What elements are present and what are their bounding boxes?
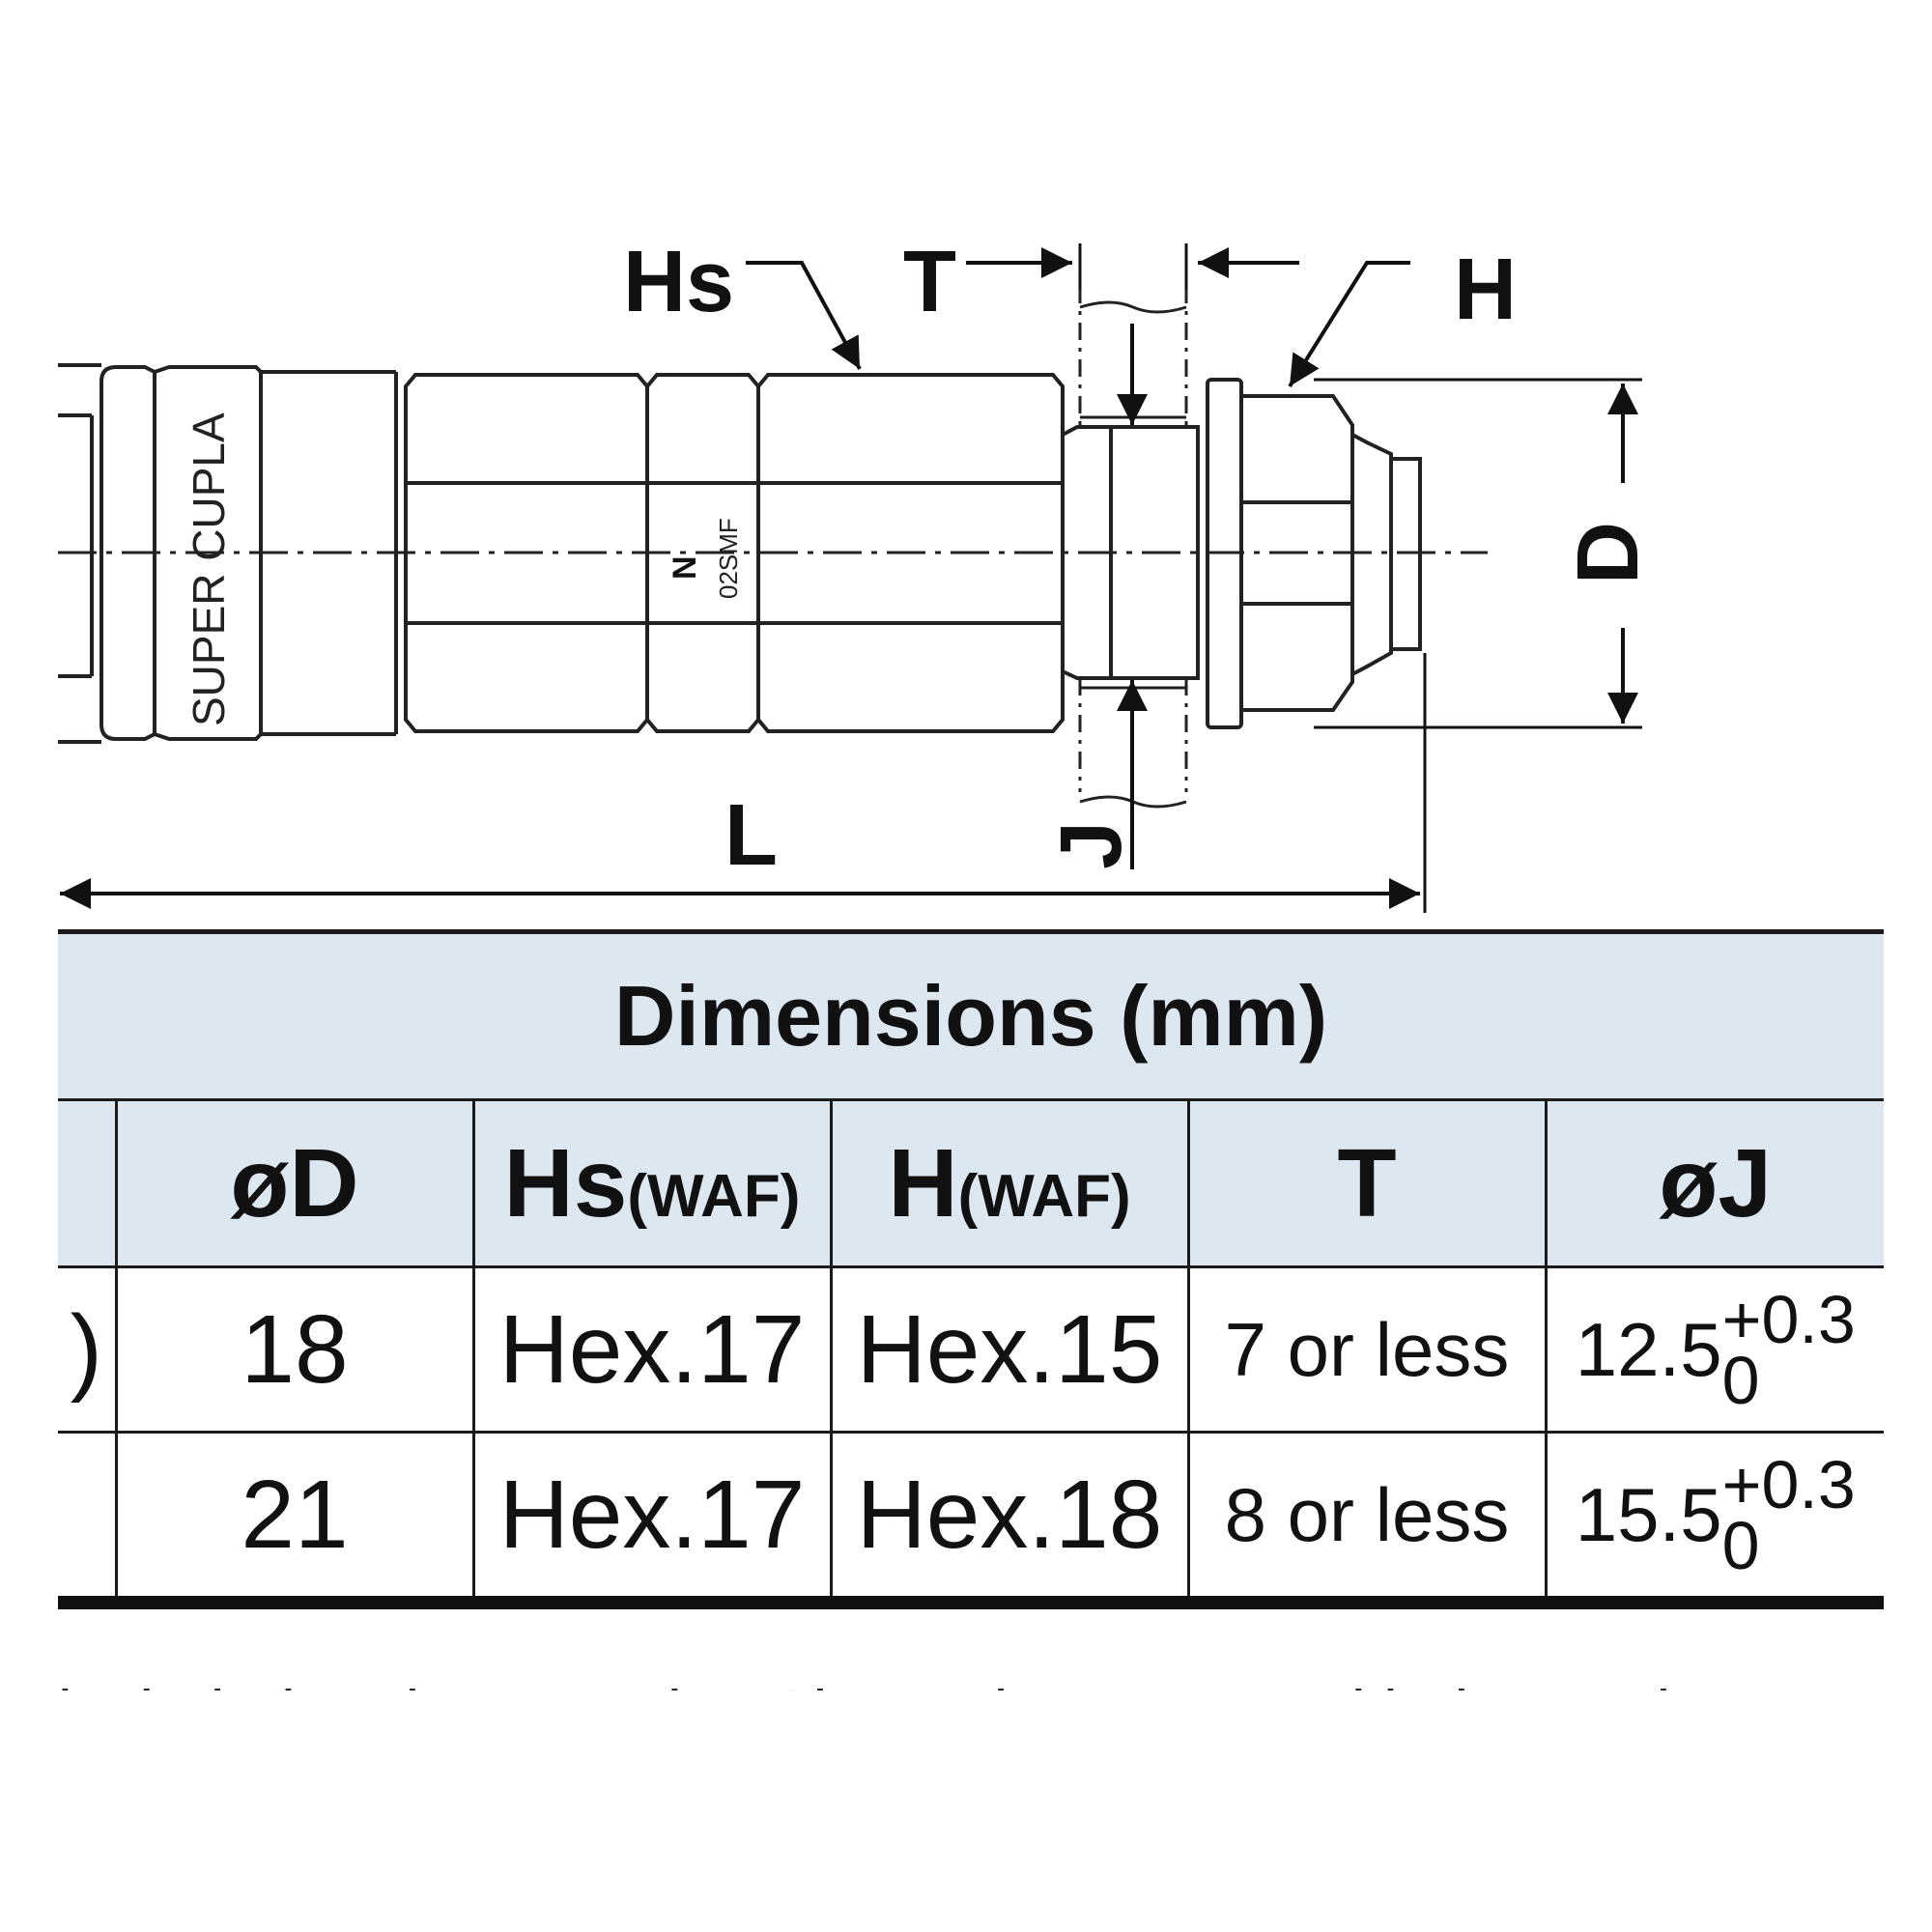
cell-h: Hex.18 — [829, 1431, 1190, 1609]
technical-drawing: SUPER CUPLA 02SMF N Hs — [58, 234, 1657, 913]
table-header-row: øD Hs(WAF) H(WAF) T øJ — [58, 1098, 1885, 1268]
table-title: Dimensions (mm) — [58, 929, 1885, 1101]
label-t: T — [903, 234, 956, 330]
panel-outline — [1078, 249, 1188, 792]
cell-t: 7 or less — [1186, 1265, 1548, 1434]
header-h: H(WAF) — [829, 1098, 1190, 1268]
header-oj: øJ — [1544, 1098, 1885, 1268]
label-d: D — [1560, 522, 1657, 584]
nut-H — [1206, 378, 1422, 729]
header-t: T — [1186, 1098, 1548, 1268]
footnote: included and “Instruction Sheet” that co… — [58, 1681, 1756, 1719]
cell-hs: Hex.17 — [471, 1431, 833, 1609]
label-l: L — [724, 787, 778, 884]
header-cell — [58, 1098, 118, 1268]
dimensions-table: Dimensions (mm) øD Hs(WAF) H(WAF) T øJ )… — [58, 929, 1885, 1609]
socket-body — [58, 363, 398, 744]
row-label — [58, 1431, 118, 1609]
cell-hs: Hex.17 — [471, 1265, 833, 1434]
row-label: ) — [58, 1265, 118, 1434]
body-text: SUPER CUPLA — [184, 412, 234, 726]
cell-od: 21 — [114, 1431, 475, 1609]
cell-od: 18 — [114, 1265, 475, 1434]
cell-h: Hex.15 — [829, 1265, 1190, 1434]
label-j: J — [1043, 821, 1140, 869]
header-hs: Hs(WAF) — [471, 1098, 833, 1268]
brand-logo-icon: N — [667, 555, 703, 580]
label-hs: Hs — [623, 234, 734, 330]
model-mark: 02SMF — [714, 518, 743, 599]
label-h: H — [1454, 242, 1517, 338]
cell-t: 8 or less — [1186, 1431, 1548, 1609]
header-od: øD — [114, 1098, 475, 1268]
